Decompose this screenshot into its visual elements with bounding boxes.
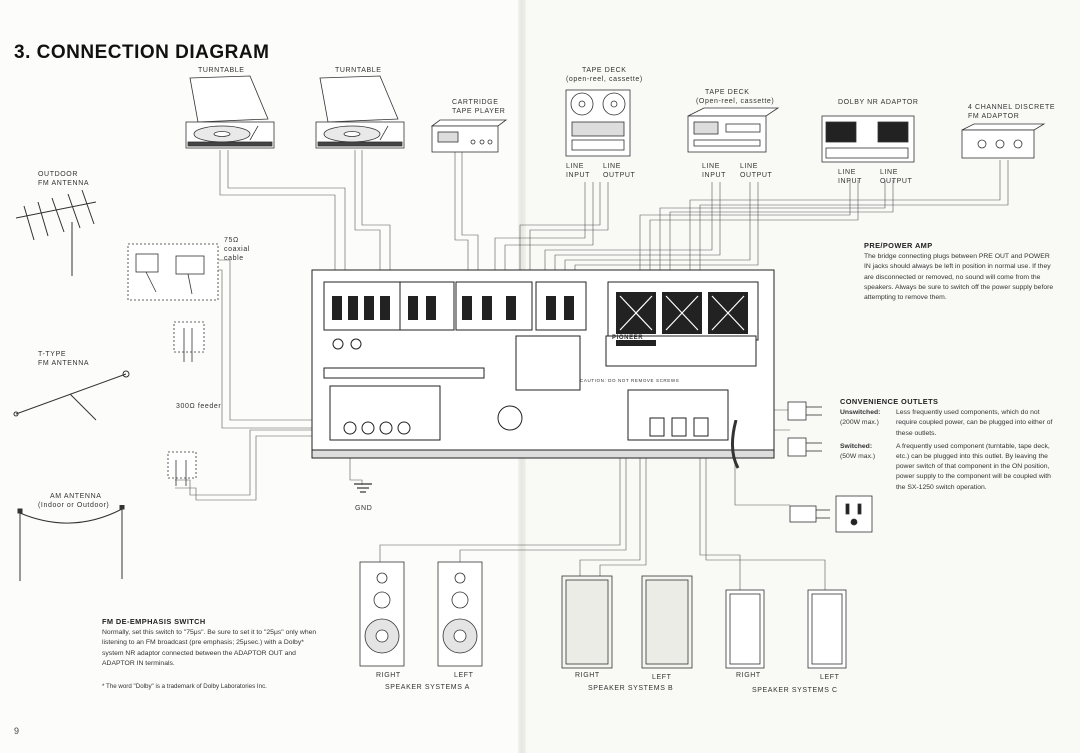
receiver-rear-panel [311, 269, 775, 459]
switched-row: Switched: (50W max.) A frequently used co… [840, 442, 1056, 493]
am-antenna-label-1: AM ANTENNA [50, 493, 102, 500]
switched-max: (50W max.) [840, 453, 876, 461]
dolby-line-output: LINE OUTPUT [880, 169, 913, 185]
turntable-1-icon [185, 75, 275, 149]
coax-connector-icon [127, 243, 219, 301]
tape-deck-2-label: TAPE DECK [705, 89, 750, 96]
speaker-systems-a-label: SPEAKER SYSTEMS A [385, 684, 470, 691]
unswitched-label: Unswitched: [840, 409, 881, 417]
pre-power-text: The bridge connecting plugs between PRE … [864, 253, 1054, 302]
speaker-a-left-label: LEFT [454, 672, 474, 679]
feeder-connector-icon [173, 321, 205, 362]
speaker-a-right-label: RIGHT [376, 672, 401, 679]
speaker-b-right-icon [561, 575, 613, 669]
tape-deck-1-sub: (open-reel, cassette) [566, 76, 643, 83]
switched-text: A frequently used component (turntable, … [896, 442, 1051, 491]
fourch-adaptor-icon [961, 123, 1046, 159]
speaker-c-right-icon [725, 589, 765, 669]
wall-outlet-icon [789, 495, 873, 533]
cartridge-player-icon [430, 119, 508, 153]
unswitched-row: Unswitched: (200W max.) Less frequently u… [840, 408, 1056, 439]
switched-label: Switched: [840, 442, 873, 450]
pre-power-note: PRE/POWER AMP The bridge connecting plug… [864, 241, 1056, 303]
dolby-footnote: * The word "Dolby" is a trademark of Dol… [102, 683, 267, 690]
receiver-brand: PIONEER [612, 335, 644, 341]
fm-deemphasis-text: Normally, set this switch to "75μs". Be … [102, 629, 317, 667]
gnd-label: GND [355, 505, 373, 512]
tape-deck-1-icon [565, 89, 631, 157]
am-antenna-label-2: (Indoor or Outdoor) [38, 502, 110, 509]
speaker-a-right-icon [359, 561, 405, 667]
dolby-adaptor-icon [821, 115, 915, 163]
cartridge-label: CARTRIDGE TAPE PLAYER [452, 99, 506, 115]
coax-label: 75Ω coaxial cable [224, 237, 250, 262]
tape-deck-2-sub: (Open-reel, cassette) [696, 98, 775, 105]
turntable-2-label: TURNTABLE [335, 67, 382, 74]
speaker-a-left-icon [437, 561, 483, 667]
convenience-title: CONVENIENCE OUTLETS [840, 397, 939, 406]
unswitched-text: Less frequently used components, which d… [896, 409, 1053, 437]
speaker-c-right-label: RIGHT [736, 672, 761, 679]
tape-deck-1-line-output: LINE OUTPUT [603, 163, 636, 179]
speaker-systems-c-label: SPEAKER SYSTEMS C [752, 687, 838, 694]
tape-deck-1-label: TAPE DECK [582, 67, 627, 74]
dolby-label: DOLBY NR ADAPTOR [838, 99, 919, 106]
tape-deck-1-line-input: LINE INPUT [566, 163, 590, 179]
dolby-line-input: LINE INPUT [838, 169, 862, 185]
page-title: 3. CONNECTION DIAGRAM [14, 42, 270, 63]
tape-deck-2-line-input: LINE INPUT [702, 163, 726, 179]
receiver-caution: CAUTION: DO NOT REMOVE SCREWS [580, 378, 680, 383]
turntable-2-icon [315, 75, 405, 149]
speaker-systems-b-label: SPEAKER SYSTEMS B [588, 685, 674, 692]
unswitched-max: (200W max.) [840, 419, 879, 427]
fm-deemphasis-note: FM DE-EMPHASIS SWITCH Normally, set this… [102, 617, 324, 669]
am-connector-icon [167, 451, 197, 486]
ttype-antenna-label: T-TYPE FM ANTENNA [38, 351, 90, 367]
speaker-c-left-label: LEFT [820, 674, 840, 681]
feeder-label: 300Ω feeder [176, 403, 222, 410]
outdoor-antenna-label: OUTDOOR FM ANTENNA [38, 171, 90, 187]
speaker-c-left-icon [807, 589, 847, 669]
tape-deck-2-icon [687, 107, 780, 153]
fm-deemphasis-title: FM DE-EMPHASIS SWITCH [102, 617, 206, 626]
speaker-b-right-label: RIGHT [575, 672, 600, 679]
convenience-outlets-note: CONVENIENCE OUTLETS Unswitched: (200W max… [840, 397, 1056, 493]
page-number: 9 [14, 726, 20, 736]
ground-icon [354, 483, 372, 493]
ttype-antenna-icon [13, 370, 130, 421]
fourch-label: 4 CHANNEL DISCRETE FM ADAPTOR [968, 104, 1056, 120]
speaker-b-left-icon [641, 575, 693, 669]
pre-power-title: PRE/POWER AMP [864, 241, 933, 250]
unswitched-plug-icon [787, 401, 822, 421]
speaker-b-left-label: LEFT [652, 674, 672, 681]
tape-deck-2-line-output: LINE OUTPUT [740, 163, 773, 179]
outdoor-antenna-icon [15, 189, 97, 276]
power-cord-icon [731, 420, 740, 469]
switched-plug-icon [787, 437, 822, 457]
turntable-1-label: TURNTABLE [198, 67, 245, 74]
am-antenna-icon [17, 505, 125, 581]
